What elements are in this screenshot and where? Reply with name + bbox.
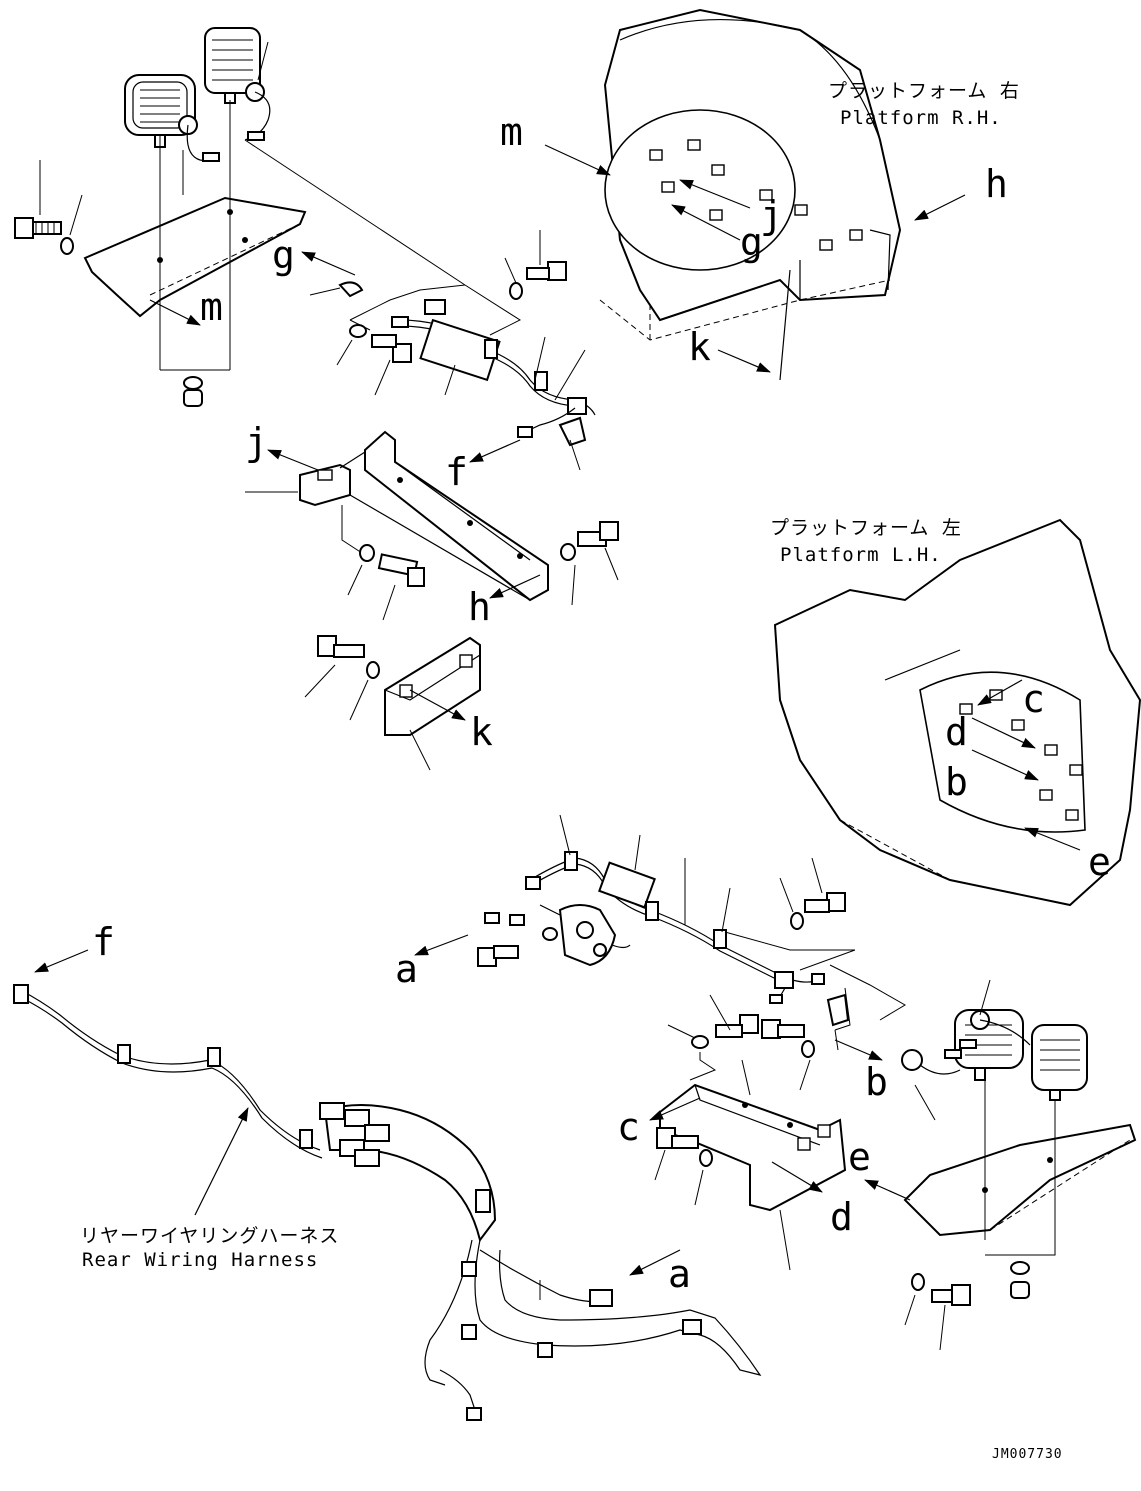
washer-harness-rh-2 [349,324,367,338]
washer-bracket-lh-2 [691,1035,709,1049]
callout-a-rear: a [668,1252,691,1296]
platform-lh [773,518,1141,907]
callout-labels: m m g g j j h h k k f f a a b b c c d d … [92,110,1111,1296]
nut-lamp-lh [1010,1281,1030,1299]
bolt-harness-rh-2 [392,343,412,363]
callout-h-platform: h [985,162,1008,206]
bolt-plate-left [14,217,62,239]
washer-plate-lh [911,1273,925,1291]
platform-lh-caption-jp: プラットフォーム 左 [770,517,962,539]
callout-b-lamp: b [865,1060,888,1104]
callout-arrows [34,144,1081,1276]
work-lamp-rh-assembly [14,27,466,407]
callout-a-harness: a [395,947,418,991]
washer-bracket-lh-1 [801,1040,815,1058]
callout-g-platform: g [740,220,763,264]
callout-m-rh: m [500,110,523,154]
callout-f-harness: f [445,450,468,494]
drawing-code: JM007730 [992,1447,1063,1462]
platform-lh-caption-en: Platform L.H. [780,544,942,566]
work-lamp-lh-2 [1031,1024,1088,1101]
washer-plate-left [60,237,74,255]
washer-lamp-lh [1010,1261,1030,1275]
washer-harness-lh-1 [790,912,804,930]
callout-d-platform: d [945,710,968,754]
washer-bracket-k [366,661,380,679]
bolt-bracket-rh-2 [599,521,619,541]
harness-lh [477,814,906,1021]
rear-wiring-harness [13,984,762,1421]
washer-bracket-lh-3 [699,1149,713,1167]
bracket-rh [245,430,619,621]
bolt-harness-rh-1 [547,261,567,281]
callout-d-bracket: d [830,1195,853,1239]
callout-m-lamp: m [200,285,223,329]
harness-caption-jp: リヤーワイヤリングハーネス [80,1225,339,1247]
callout-e-lamp: e [848,1135,871,1179]
callout-b-platform: b [945,760,968,804]
work-lamp-lh-assembly [826,979,1137,1351]
captions: プラットフォーム 右 Platform R.H. プラットフォーム 左 Plat… [80,80,1063,1462]
platform-rh-nuts [649,139,863,251]
bolt-bracket-rh-1 [407,567,425,587]
callout-g-harness: g [272,233,295,277]
callout-e-platform: e [1088,840,1111,884]
callout-j-platform: j [760,193,783,237]
washer-harness-rh-1 [509,282,523,300]
switch-unit [539,904,631,967]
callout-f-rear: f [92,920,115,964]
washer-bracket-rh-2 [560,543,576,561]
callout-h-bracket: h [468,585,491,629]
callout-k-platform: k [688,325,711,369]
callout-c-bracket: c [617,1105,640,1149]
callout-c-platform: c [1022,677,1045,721]
bracket-k [304,635,481,771]
bracket-lh [654,994,847,1271]
callout-j-bracket: j [245,420,268,464]
platform-rh-caption-en: Platform R.H. [840,107,1002,129]
washer-lamp-rh [183,376,203,390]
nut-lamp-rh [183,389,203,407]
callout-k-bracket: k [470,710,493,754]
washer-bracket-rh-1 [359,544,375,562]
harness-caption-en: Rear Wiring Harness [82,1249,318,1271]
bolt-plate-lh [951,1284,971,1306]
platform-rh [599,8,902,381]
harness-rh [309,230,596,471]
platform-rh-caption-jp: プラットフォーム 右 [828,80,1020,102]
